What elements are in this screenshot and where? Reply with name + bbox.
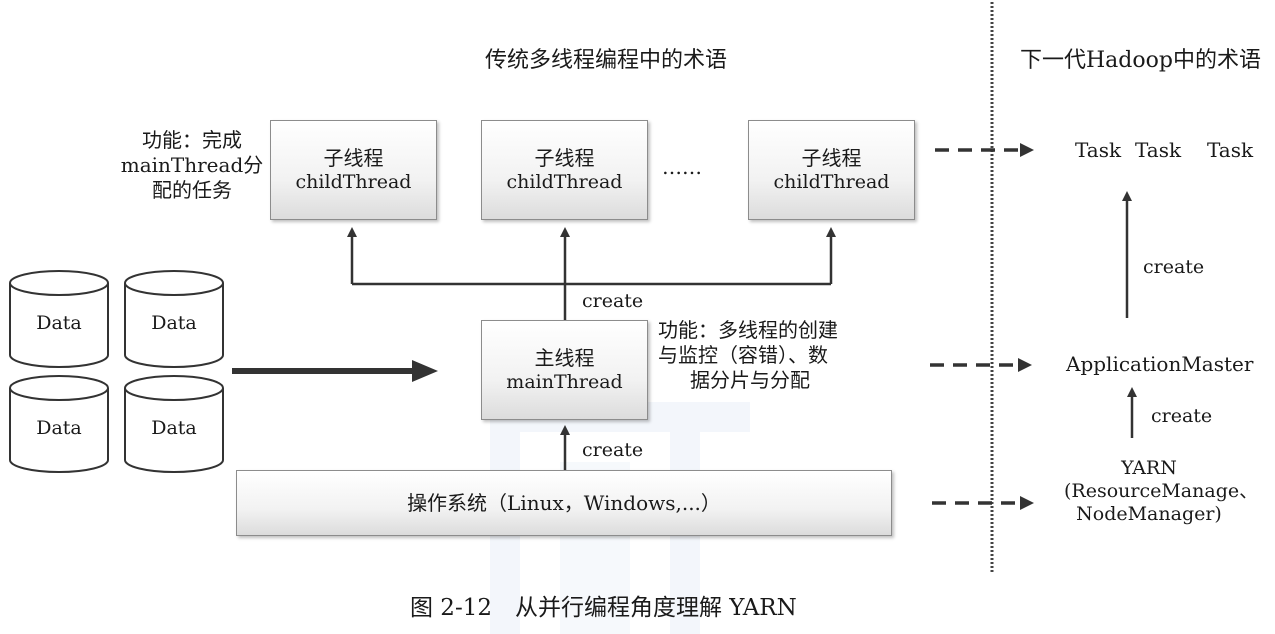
yarn-line-2: (ResourceManage、: [1064, 480, 1259, 502]
main-thread-zh: 主线程: [534, 346, 595, 370]
main-note-line-2: 与监控（容错）、数: [658, 343, 828, 367]
data-label-2: Data: [151, 312, 197, 334]
yarn-line-1: YARN: [1121, 457, 1177, 479]
ellipsis: ……: [662, 155, 702, 179]
map-arrow-yarn-head: [1020, 496, 1034, 510]
child-thread-en: childThread: [295, 171, 412, 193]
child-thread-en: childThread: [773, 171, 890, 193]
data-label-4: Data: [151, 417, 197, 439]
map-arrow-appmaster-head: [1018, 358, 1032, 372]
hadoop-header: 下一代Hadoop中的术语: [1020, 48, 1261, 73]
yarn-line-3: NodeManager): [1076, 503, 1222, 525]
child-note-line-1: 功能：完成: [142, 128, 242, 152]
child-thread-en: childThread: [506, 171, 623, 193]
child-note-line-3: 配的任务: [152, 178, 232, 202]
main-note-line-1: 功能：多线程的创建: [658, 318, 838, 342]
data-cylinder-3: [9, 388, 109, 473]
data-cylinder-4: [124, 388, 224, 473]
child-note-line-2: mainThread分: [120, 153, 264, 177]
map-arrow-tasks-head: [1020, 143, 1034, 157]
data-cylinder-1: [9, 283, 109, 368]
data-cylinder-2: [124, 283, 224, 368]
application-master-label: ApplicationMaster: [1066, 352, 1254, 376]
create-label-tree: create: [582, 290, 644, 312]
child-thread-zh: 子线程: [323, 146, 384, 170]
main-thread-en: mainThread: [506, 371, 623, 393]
child-thread-zh: 子线程: [534, 146, 595, 170]
main-thread-note: 功能：多线程的创建 与监控（容错）、数 据分片与分配: [658, 318, 838, 393]
create-label-yarn-am: create: [1151, 405, 1213, 427]
yarn-label: YARN (ResourceManage、 NodeManager): [1064, 457, 1259, 526]
figure-caption: 图 2-12 从并行编程角度理解 YARN: [410, 595, 797, 621]
create-label-os: create: [582, 439, 644, 461]
main-thread-box: 主线程 mainThread: [481, 320, 648, 420]
child-thread-note: 功能：完成 mainThread分 配的任务: [118, 128, 266, 203]
data-label-1: Data: [36, 312, 82, 334]
traditional-header: 传统多线程编程中的术语: [485, 48, 728, 73]
child-thread-box-3: 子线程 childThread: [748, 120, 915, 220]
main-note-line-3: 据分片与分配: [690, 368, 810, 392]
os-box: 操作系统（Linux，Windows,...）: [236, 470, 892, 536]
data-label-3: Data: [36, 417, 82, 439]
child-thread-box-2: 子线程 childThread: [481, 120, 648, 220]
child-thread-box-1: 子线程 childThread: [270, 120, 437, 220]
task-label-1: Task: [1075, 138, 1122, 162]
os-box-label: 操作系统（Linux，Windows,...）: [407, 491, 721, 515]
child-thread-zh: 子线程: [801, 146, 862, 170]
create-label-am-tasks: create: [1143, 256, 1205, 278]
task-label-2: Task: [1135, 138, 1182, 162]
arrow-data-to-main-head: [412, 360, 438, 382]
task-label-3: Task: [1207, 138, 1254, 162]
